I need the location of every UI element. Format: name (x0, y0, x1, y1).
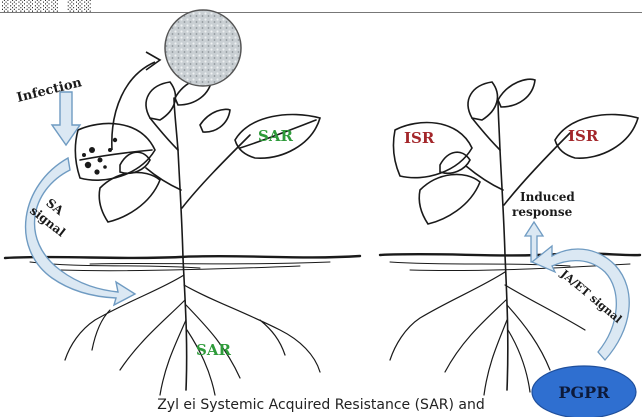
infected-leaf (75, 123, 155, 180)
ja-et-signal-arrow (532, 246, 629, 360)
right-lower-leaf (419, 174, 480, 224)
left-soil-texture (30, 262, 330, 271)
pathogen-micrograph (165, 10, 241, 86)
isr-left-label: ISR (404, 129, 435, 147)
left-low-branch (146, 168, 181, 190)
infection-label: Infection (15, 75, 84, 106)
right-small-leaf (498, 79, 535, 107)
right-low-branch (466, 166, 503, 190)
induced-response-line1: Induced (520, 190, 575, 204)
induced-response-line2: response (512, 205, 573, 219)
sa-signal-arrow (26, 158, 135, 305)
left-upper-branch (150, 118, 178, 150)
figure-caption: Zyl ei Systemic Acquired Resistance (SAR… (0, 397, 642, 413)
left-right-top-leaf (200, 109, 230, 132)
isr-right-label: ISR (568, 127, 599, 145)
left-right-branch (182, 135, 250, 208)
right-top-leaf (468, 82, 497, 120)
leaf-to-micrograph-arrow (112, 52, 160, 150)
left-top-leaf (146, 82, 175, 120)
right-upper-branch (472, 118, 500, 150)
left-stem (174, 98, 183, 258)
right-stem (498, 100, 505, 255)
sar-leaf-label: SAR (258, 127, 293, 145)
right-mid-leaf (440, 152, 470, 173)
sar-root-label: SAR (196, 341, 231, 359)
